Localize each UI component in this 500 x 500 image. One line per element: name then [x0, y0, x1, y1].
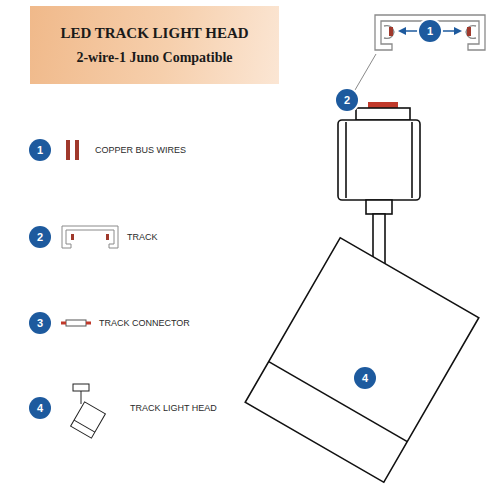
banner-heading: LED TRACK LIGHT HEAD [40, 25, 269, 42]
part-label: COPPER BUS WIRES [93, 145, 188, 155]
callout-number: 4 [29, 397, 51, 419]
callout-number: 2 [29, 226, 51, 248]
callout-number: 2 [336, 89, 358, 111]
part-label: TRACK LIGHT HEAD [128, 403, 219, 413]
callout-number: 4 [354, 367, 376, 389]
callout-number: 1 [29, 139, 51, 161]
part-label: TRACK [125, 232, 160, 242]
leader-line [355, 54, 376, 90]
track-connector-icon [61, 320, 91, 326]
track-light-head [245, 102, 479, 482]
title-banner: LED TRACK LIGHT HEAD 2-wire-1 Juno Compat… [30, 6, 279, 84]
part-label: TRACK CONNECTOR [97, 318, 192, 328]
track-profile [375, 15, 485, 50]
track-icon [62, 226, 118, 248]
banner-subheading: 2-wire-1 Juno Compatible [40, 50, 269, 66]
callout-number: 1 [419, 20, 441, 42]
copper-bus-wires-icon [66, 140, 79, 160]
track-light-head-icon [71, 384, 106, 438]
callout-number: 3 [29, 312, 51, 334]
